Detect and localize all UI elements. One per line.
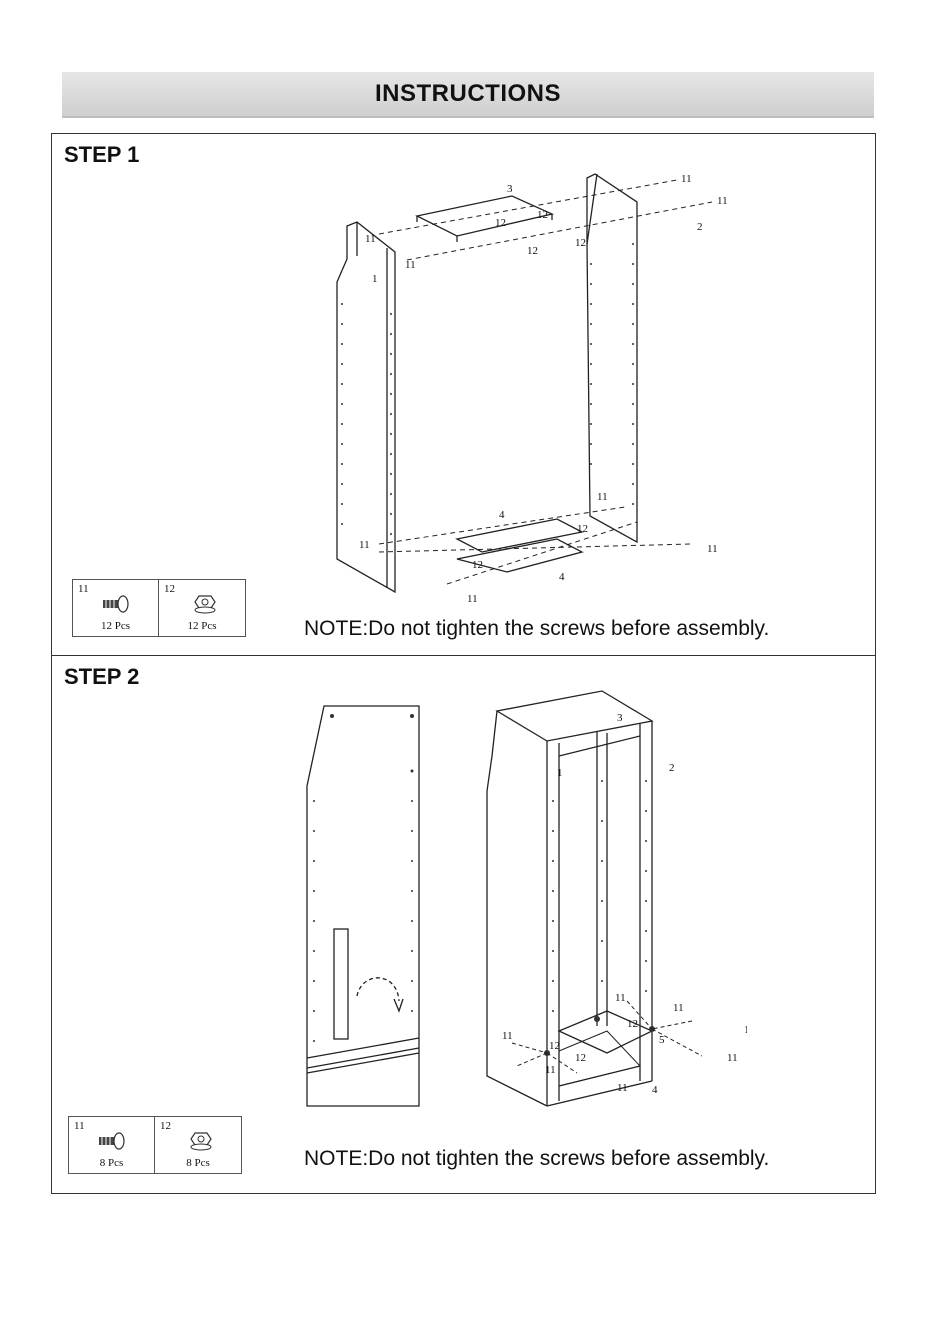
title-bar: INSTRUCTIONS (62, 72, 874, 118)
step-2-panel: STEP 2 (51, 656, 876, 1194)
callout-top-bar-3: 3 (617, 712, 623, 724)
step-2-note: NOTE:Do not tighten the screws before as… (304, 1147, 769, 1171)
callout-panel-2: 2 (697, 221, 703, 233)
bolt-icon (101, 594, 131, 614)
side-panel-1 (337, 222, 395, 592)
part-quantity: 12 Pcs (73, 620, 158, 632)
callout-panel-1: 1 (372, 273, 378, 285)
callout-top-bar-3: 3 (507, 183, 513, 195)
step-2-assembly-diagram: 3 1 2 5 4 11 11 11 11 11 11 11 12 12 12 (447, 681, 747, 1111)
callout-screw: 11 (597, 491, 608, 503)
page-title: INSTRUCTIONS (375, 80, 561, 108)
callout-screw: 11 (545, 1064, 556, 1076)
callout-nut: 12 (575, 1052, 586, 1064)
part-nut: 12 12 Pcs (159, 580, 245, 636)
callout-nut: 12 (472, 559, 483, 571)
callout-nut: 12 (537, 209, 548, 221)
callout-screw: 11 (467, 593, 478, 604)
callout-panel-1: 1 (557, 767, 563, 779)
step-2-panel-detail (302, 701, 432, 1111)
part-screw: 11 8 Pcs (69, 1117, 155, 1173)
callout-screw: 11 (707, 543, 718, 555)
callout-nut: 12 (577, 523, 588, 535)
callout-bottom-bar-4-front: 4 (559, 571, 565, 583)
callout-nut: 12 (527, 245, 538, 257)
step-1-panel: STEP 1 (51, 133, 876, 656)
part-quantity: 12 Pcs (159, 620, 245, 632)
step-1-label: STEP 1 (64, 142, 139, 168)
bolt-icon (97, 1131, 127, 1151)
part-quantity: 8 Pcs (69, 1157, 154, 1169)
nut-icon (187, 1131, 217, 1151)
step-1-assembly-diagram: 1 2 3 4 4 11 11 11 11 11 11 11 11 12 12 … (307, 164, 727, 604)
callout-screw: 11 (717, 195, 727, 207)
nut-icon (191, 594, 221, 614)
part-quantity: 8 Pcs (155, 1157, 241, 1169)
callout-screw: 11 (502, 1030, 513, 1042)
callout-screw: 11 (359, 539, 370, 551)
callout-nut: 12 (627, 1018, 638, 1030)
callout-screw: 11 (617, 1082, 628, 1094)
callout-shelf-5: 5 (659, 1034, 665, 1046)
callout-bottom-bar-4: 4 (652, 1084, 658, 1096)
step-2-label: STEP 2 (64, 664, 139, 690)
step-2-parts-list: 11 8 Pcs 12 8 Pcs (68, 1116, 242, 1174)
callout-screw: 11 (615, 992, 626, 1004)
part-nut: 12 8 Pcs (155, 1117, 241, 1173)
callout-bottom-bar-4: 4 (499, 509, 505, 521)
callout-screw: 11 (744, 1024, 747, 1036)
callout-nut: 12 (495, 217, 506, 229)
callout-nut: 12 (549, 1040, 560, 1052)
side-panel-2 (587, 174, 637, 542)
step-1-note: NOTE:Do not tighten the screws before as… (304, 617, 769, 641)
callout-screw: 11 (365, 233, 376, 245)
top-bar-3 (417, 196, 552, 236)
callout-screw: 11 (681, 173, 692, 185)
step-1-parts-list: 11 12 Pcs 12 12 Pcs (72, 579, 246, 637)
callout-nut: 12 (575, 237, 586, 249)
callout-screw: 11 (727, 1052, 738, 1064)
callout-screw: 11 (405, 259, 416, 271)
callout-screw: 11 (673, 1002, 684, 1014)
callout-panel-2: 2 (669, 762, 675, 774)
part-screw: 11 12 Pcs (73, 580, 159, 636)
